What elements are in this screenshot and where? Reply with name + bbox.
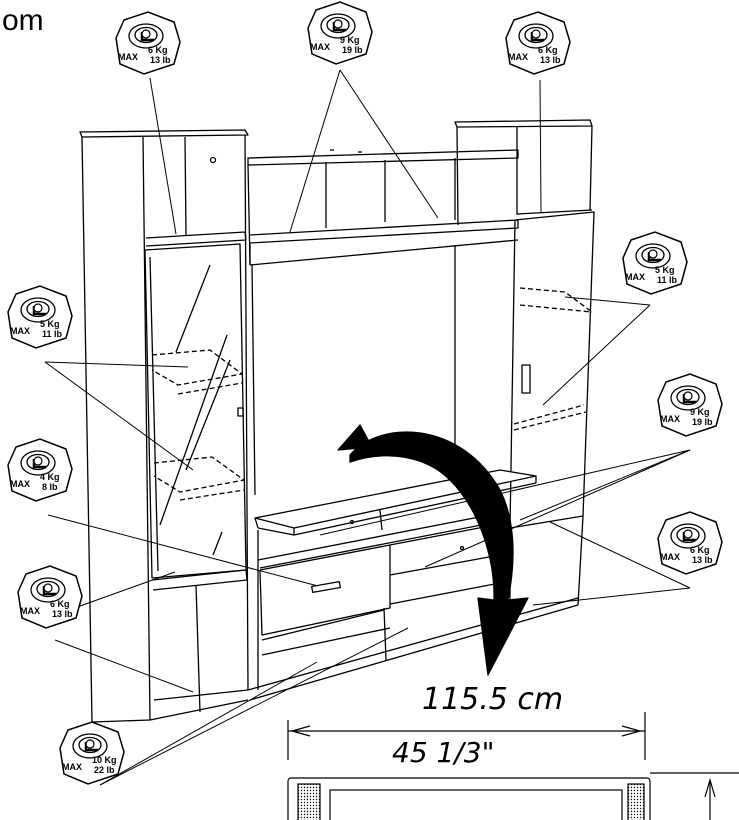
badge-max-label: MAX — [10, 479, 30, 489]
centre-left-edge — [251, 264, 256, 496]
page-title-fragment: om — [2, 4, 44, 37]
badge-lb-label: 19 lb — [342, 45, 363, 55]
width-dimension-line — [287, 712, 646, 760]
badge-max-label: MAX — [508, 52, 528, 62]
tv-dimension-area: 115.5 cm 45 1/3" — [287, 682, 739, 820]
width-imperial-label: 45 1/3" — [392, 736, 494, 769]
badge-max-label: MAX — [20, 606, 40, 616]
weight-badge: MAX 4 Kg8 lb — [6, 437, 74, 503]
wall-unit-drawing — [79, 119, 595, 723]
weight-icon — [6, 437, 74, 503]
badge-kg-label: 6 Kg — [690, 545, 710, 555]
badge-max-label: MAX — [118, 52, 138, 62]
right-tower — [454, 119, 595, 615]
badge-lb-label: 11 lb — [657, 275, 678, 285]
badge-kg-label: 5 Kg — [40, 319, 60, 329]
badge-lb-label: 8 lb — [42, 482, 58, 492]
badge-max-label: MAX — [660, 414, 680, 424]
badge-max-label: MAX — [310, 42, 330, 52]
badge-max-label: MAX — [660, 552, 680, 562]
badge-max-label: MAX — [62, 762, 82, 772]
badge-kg-label: 5 Kg — [655, 265, 675, 275]
badge-lb-label: 19 lb — [692, 417, 713, 427]
badge-lb-label: 22 lb — [94, 765, 115, 775]
weight-icon — [621, 230, 689, 296]
badge-lb-label: 13 lb — [540, 55, 561, 65]
badge-kg-label: 6 Kg — [148, 45, 168, 55]
badge-max-label: MAX — [10, 326, 30, 336]
weight-icon — [6, 284, 74, 350]
left-tower — [79, 129, 249, 723]
badge-lb-label: 11 lb — [42, 329, 63, 339]
width-metric-label: 115.5 cm — [422, 682, 563, 717]
curved-arrow — [349, 431, 529, 676]
badge-kg-label: 6 Kg — [50, 599, 70, 609]
badge-kg-label: 9 Kg — [690, 407, 710, 417]
leader-lines — [44, 69, 691, 786]
height-dimension-line — [650, 772, 739, 820]
badge-kg-label: 9 Kg — [340, 35, 360, 45]
badge-max-label: MAX — [625, 272, 645, 282]
badge-kg-label: 10 Kg — [92, 755, 117, 765]
badge-lb-label: 13 lb — [150, 55, 171, 65]
badge-kg-label: 4 Kg — [40, 472, 60, 482]
badge-lb-label: 13 lb — [692, 555, 713, 565]
tv-outline — [287, 777, 651, 820]
badge-kg-label: 6 Kg — [538, 45, 558, 55]
tv-bench — [247, 509, 579, 701]
badge-lb-label: 13 lb — [52, 609, 73, 619]
top-bridge — [247, 149, 519, 266]
